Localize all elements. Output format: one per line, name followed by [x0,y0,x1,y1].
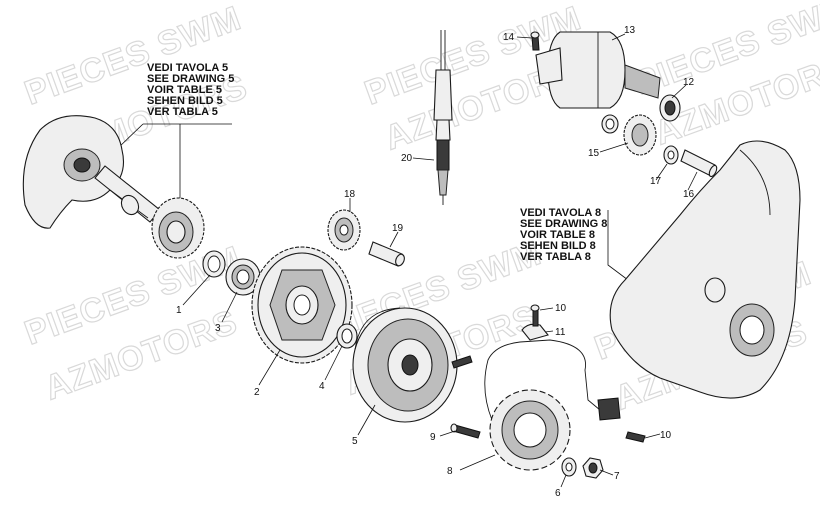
part-1-washer [202,250,226,278]
stator-wiring-harness [484,339,621,421]
callout-labels: 1 2 3 4 5 6 7 8 9 10 10 11 12 13 14 15 1… [176,25,695,499]
callout-number: 5 [352,436,358,447]
callout-number: 9 [430,432,436,443]
part-14-screw [530,31,540,51]
part-9-screw [450,423,481,439]
part-20-spark-plug [433,30,453,205]
reference-line: VOIR TABLE 8 [520,229,595,241]
part-16-idler-shaft [680,149,718,178]
part-18-idler-gear [327,209,361,251]
part-7-nut [582,457,604,479]
callout-number: 14 [503,32,515,43]
starter-washer [601,114,619,134]
callout-number: 6 [555,488,561,499]
reference-line: VOIR TABLE 5 [147,84,222,96]
reference-line: VEDI TAVOLA 8 [520,207,601,219]
callout-number: 10 [555,303,567,314]
callout-number: 12 [683,77,695,88]
callout-number: 11 [555,327,566,338]
callout-number: 19 [392,223,404,234]
part-17-bushing [663,145,679,165]
part-3-bearing [225,258,261,296]
part-15-starter-idler-gear [623,114,657,156]
reference-line: VER TABLA 5 [147,106,218,118]
part-8-stator [489,389,571,471]
reference-line: SEHEN BILD 8 [520,240,596,252]
flywheel-screw [451,355,473,369]
callout-number: 20 [401,153,413,164]
reference-line: SEE DRAWING 5 [147,73,234,85]
crankshaft-drawing [22,115,161,229]
callout-number: 15 [588,148,600,159]
part-13-starter-motor [535,31,661,109]
reference-line: VER TABLA 8 [520,251,591,263]
callout-number: 8 [447,466,453,477]
reference-line: VEDI TAVOLA 5 [147,62,228,74]
reference-note-drawing-8: VEDI TAVOLA 8 SEE DRAWING 8 VOIR TABLE 8… [520,207,629,281]
part-5-flywheel-rotor [352,307,458,423]
callout-number: 18 [344,189,356,200]
reference-line: SEE DRAWING 8 [520,218,607,230]
part-10-screw-upper [530,304,540,327]
part-2-starter-gear [251,246,353,364]
callout-number: 3 [215,323,221,334]
part-10-screw-lower [625,431,646,443]
callout-number: 7 [614,471,620,482]
callout-number: 10 [660,430,672,441]
part-12-bearing [659,94,681,122]
callout-number: 13 [624,25,636,36]
part-19-shaft-pin [368,241,405,267]
part-6-washer [561,457,577,477]
crank-gear-drawing [151,197,205,259]
part-4-washer [336,323,358,349]
callout-number: 16 [683,189,695,200]
callout-leaders [182,33,698,488]
callout-number: 2 [254,387,260,398]
callout-number: 17 [650,176,662,187]
callout-number: 1 [176,305,182,316]
reference-note-drawing-5: VEDI TAVOLA 5 SEE DRAWING 5 VOIR TABLE 5… [117,62,234,200]
callout-number: 4 [319,381,325,392]
reference-line: SEHEN BILD 5 [147,95,223,107]
crankcase-cover-drawing [609,140,801,399]
